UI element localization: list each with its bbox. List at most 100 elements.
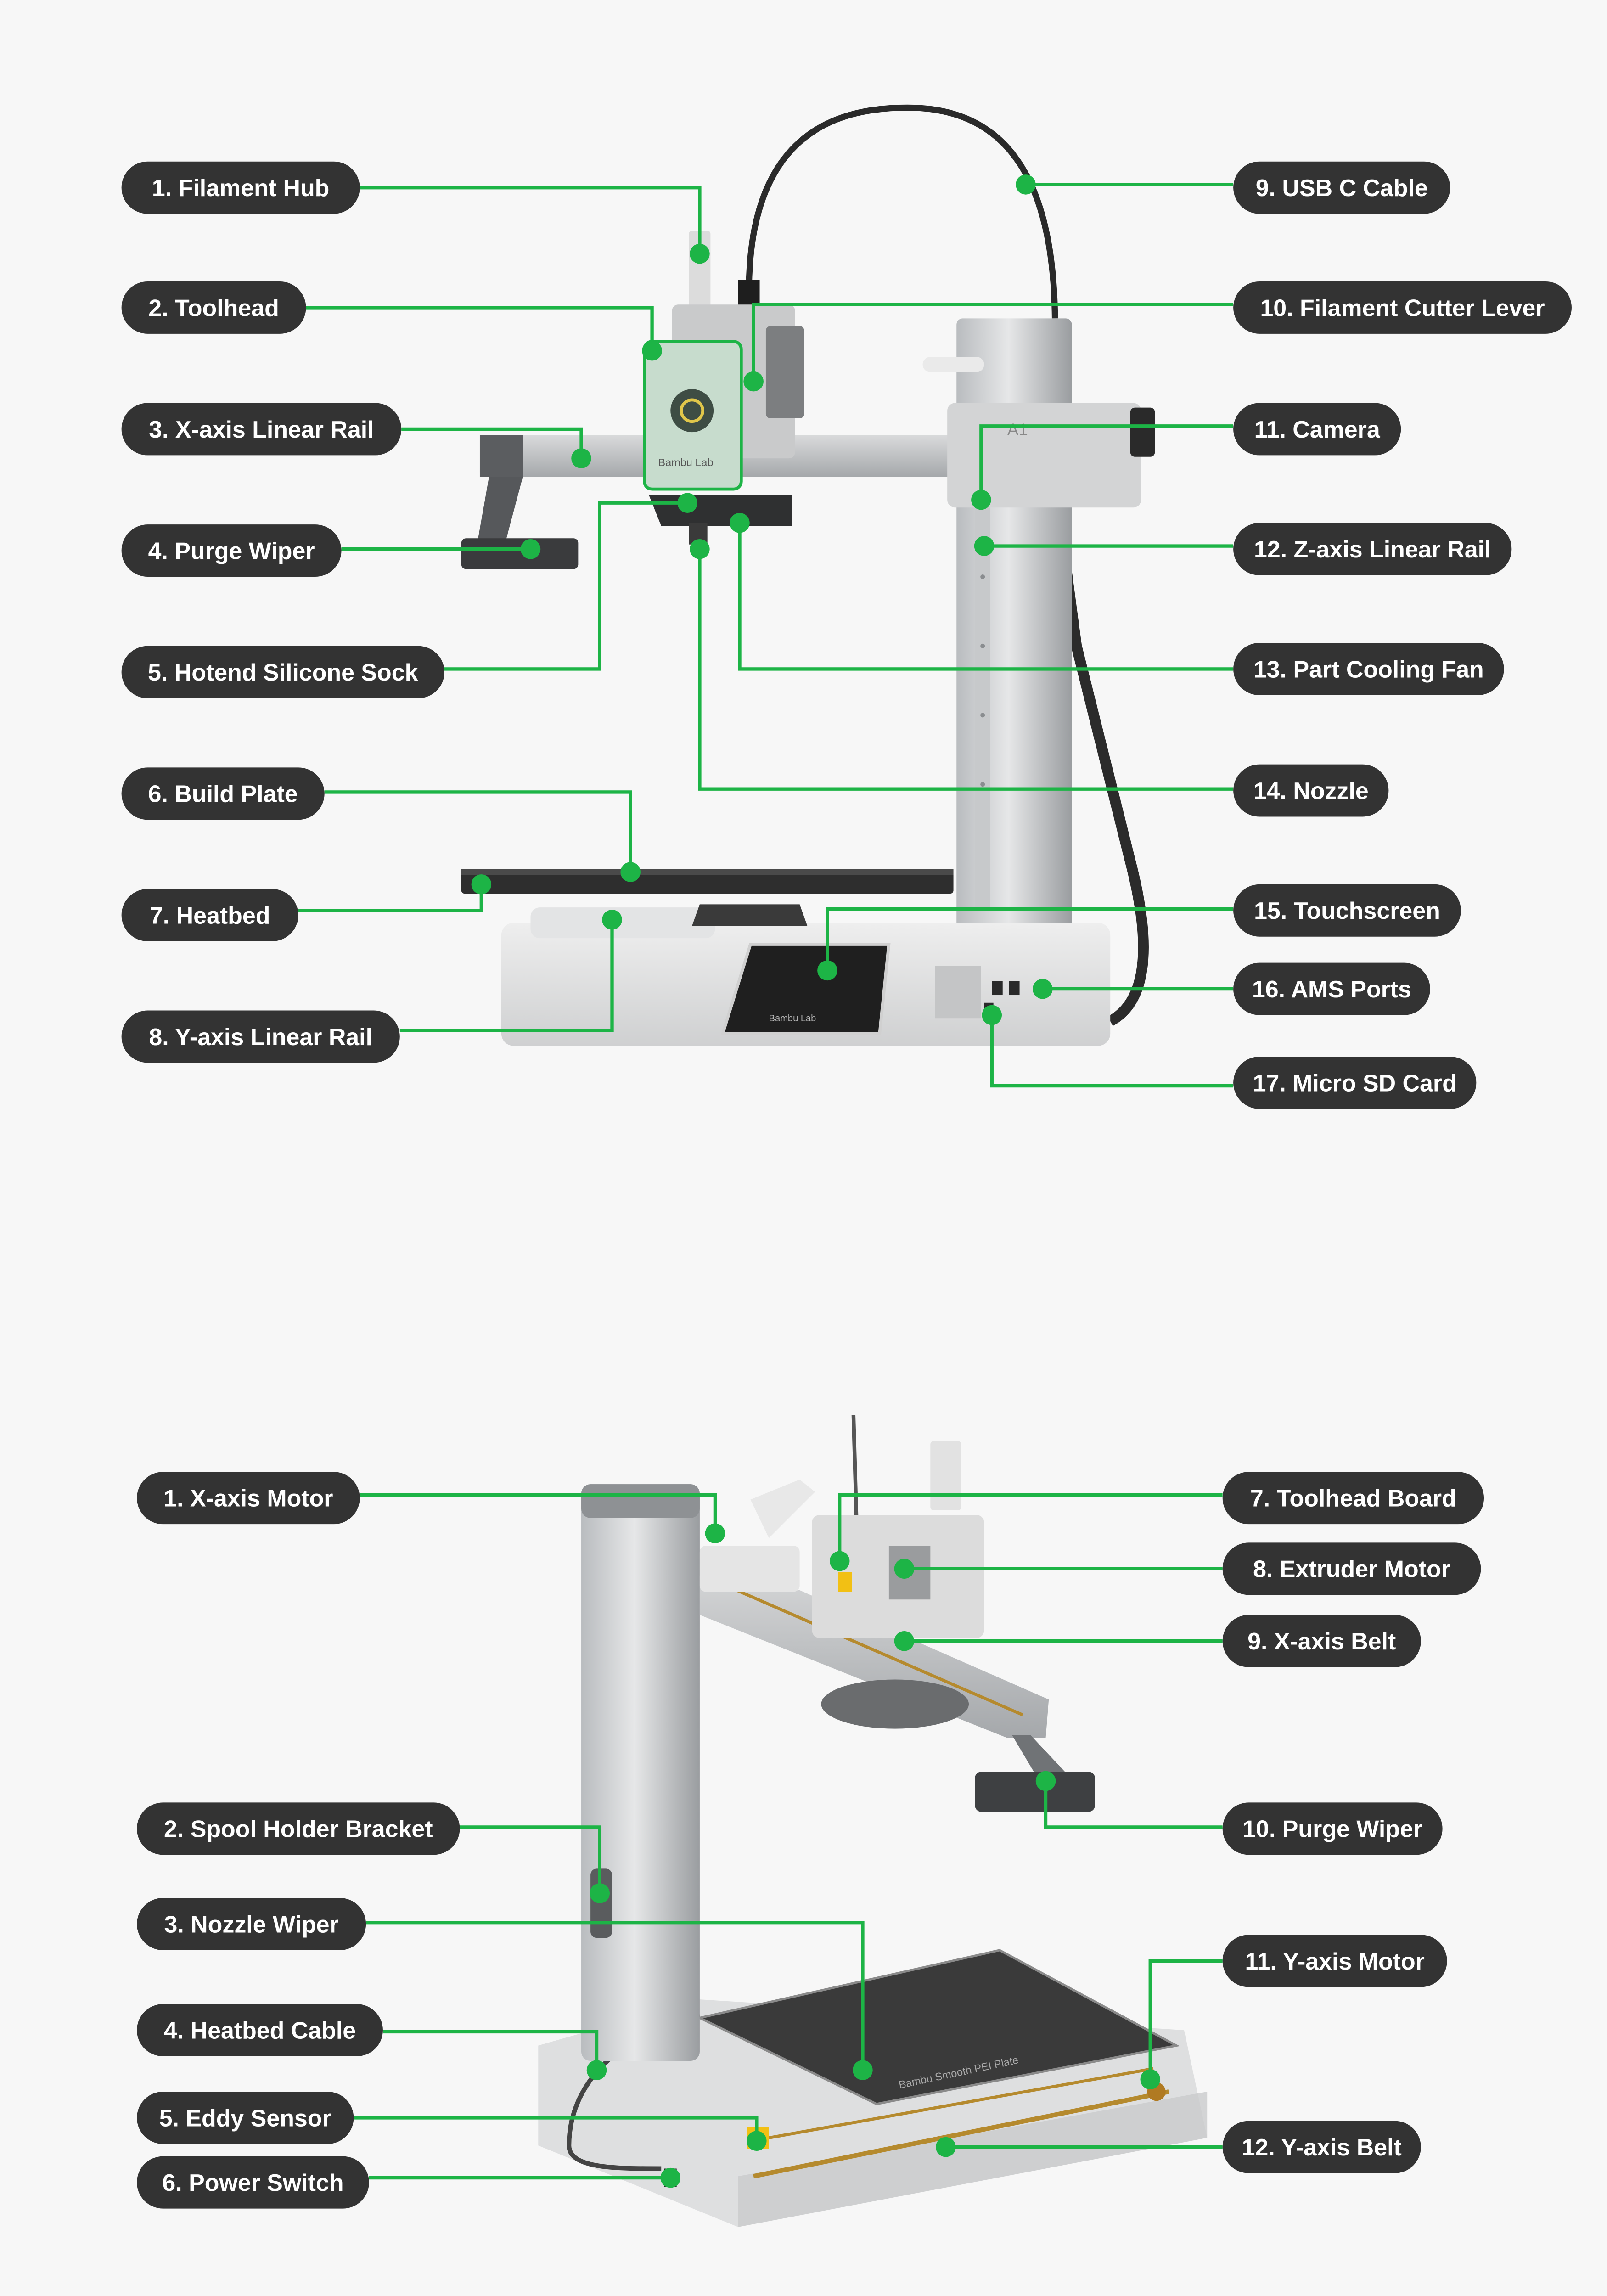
label-text: 5. Hotend Silicone Sock [148, 659, 418, 686]
callout-bottom-diagram-right-labels-5: 12. Y-axis Belt [936, 2121, 1421, 2173]
bottom-printer-illustration: Bambu Smooth PEI Plate [538, 1415, 1208, 2227]
marker-dot [894, 1559, 915, 1579]
marker-dot [936, 2137, 956, 2157]
label-pill [121, 524, 342, 577]
marker-dot [571, 448, 591, 468]
callout-top-diagram-right-labels-1: 10. Filament Cutter Lever [743, 281, 1572, 392]
leader-line [979, 424, 1234, 500]
marker-dot [853, 2060, 873, 2080]
top-printer-illustration: Bambu Lab A1 Bambu Lab [461, 104, 1155, 1046]
label-text: 16. AMS Ports [1252, 976, 1411, 1003]
label-pill [1233, 962, 1430, 1015]
label-text: 8. Extruder Motor [1253, 1556, 1450, 1583]
label-text: 13. Part Cooling Fan [1253, 656, 1484, 683]
label-text: 11. Y-axis Motor [1245, 1948, 1424, 1975]
leader-line [990, 1015, 1234, 1088]
label-text: 7. Toolhead Board [1250, 1486, 1456, 1512]
marker-dot [586, 2060, 607, 2080]
usb-c-cable [746, 104, 1058, 319]
touchscreen [720, 943, 891, 1035]
callout-bottom-diagram-right-labels-2: 9. X-axis Belt [894, 1615, 1421, 1667]
model-mark: A1 [1007, 420, 1028, 439]
build-plate-bottom [696, 1949, 1180, 2105]
callout-top-diagram-left-labels-6: 7. Heatbed [121, 874, 492, 941]
callout-bottom-diagram-left-labels-2: 3. Nozzle Wiper [137, 1898, 873, 2080]
callout-bottom-diagram-left-labels-0: 1. X-axis Motor [137, 1472, 725, 1544]
label-pill [1233, 281, 1572, 334]
label-pill [121, 889, 298, 941]
toolhead-logo: Bambu Lab [658, 456, 713, 468]
filament-tube [1052, 506, 1149, 1026]
marker-dot [894, 1631, 915, 1651]
label-text: 11. Camera [1254, 416, 1381, 443]
callout-bottom-diagram-right-labels-3: 10. Purge Wiper [1035, 1771, 1443, 1855]
leader-line [366, 1920, 865, 2071]
label-pill [137, 1802, 460, 1855]
label-text: 10. Filament Cutter Lever [1260, 295, 1545, 321]
marker-dot [974, 536, 995, 556]
label-pill [121, 1010, 400, 1063]
label-pill [1233, 523, 1512, 575]
marker-dot [660, 2167, 681, 2188]
marker-dot [971, 490, 991, 510]
marker-dot [743, 371, 764, 392]
marker-dot [730, 513, 750, 533]
callout-top-diagram-right-labels-7: 16. AMS Ports [1033, 962, 1430, 1015]
leader-line [360, 1493, 717, 1534]
label-text: 3. X-axis Linear Rail [149, 416, 374, 443]
callout-top-diagram-left-labels-1: 2. Toolhead [121, 281, 662, 361]
leader-line [1148, 1959, 1223, 2080]
label-text: 2. Spool Holder Bracket [164, 1816, 433, 1843]
marker-dot [602, 910, 622, 930]
label-text: 2. Toolhead [148, 295, 279, 321]
callout-top-diagram-left-labels-4: 5. Hotend Silicone Sock [121, 493, 697, 698]
label-pill [1233, 884, 1461, 937]
marker-dot [590, 1883, 610, 1903]
label-text: 8. Y-axis Linear Rail [149, 1024, 372, 1051]
leader-line [1044, 1781, 1223, 1829]
label-text: 7. Heatbed [150, 902, 270, 929]
marker-dot [520, 539, 541, 559]
leader-line [460, 1825, 601, 1893]
label-pill [137, 1898, 366, 1950]
callout-top-diagram-right-labels-4: 13. Part Cooling Fan [730, 513, 1504, 695]
marker-dot [817, 960, 837, 981]
label-pill [121, 403, 402, 456]
label-pill [137, 2156, 369, 2209]
leader-line [324, 790, 632, 872]
label-pill [121, 281, 306, 334]
leader-line [838, 1493, 1223, 1561]
callout-top-diagram-left-labels-0: 1. Filament Hub [121, 161, 710, 264]
marker-dot [1033, 979, 1053, 999]
marker-dot [471, 874, 492, 895]
marker-dot [1016, 174, 1036, 195]
label-text: 9. USB C Cable [1256, 175, 1428, 202]
callout-bottom-diagram-right-labels-1: 8. Extruder Motor [894, 1542, 1481, 1595]
label-pill [137, 2004, 383, 2057]
marker-dot [677, 493, 697, 513]
label-text: 12. Z-axis Linear Rail [1254, 536, 1491, 563]
label-pill [137, 1472, 360, 1525]
callout-top-diagram-left-labels-2: 3. X-axis Linear Rail [121, 403, 591, 468]
callout-bottom-diagram-left-labels-3: 4. Heatbed Cable [137, 2004, 607, 2080]
label-text: 12. Y-axis Belt [1242, 2134, 1402, 2161]
marker-dot [829, 1551, 850, 1571]
label-text: 14. Nozzle [1253, 778, 1369, 805]
marker-dot [642, 340, 662, 361]
marker-dot [1140, 2069, 1161, 2090]
marker-dot [1035, 1771, 1056, 1791]
callout-top-diagram-right-labels-2: 11. Camera [971, 403, 1401, 510]
leader-line [298, 884, 483, 912]
marker-dot [705, 1523, 725, 1544]
callout-top-diagram-left-labels-3: 4. Purge Wiper [121, 524, 541, 577]
label-pill [1222, 1472, 1484, 1525]
callout-top-diagram-right-labels-8: 17. Micro SD Card [982, 1005, 1477, 1109]
label-pill [1222, 1542, 1481, 1595]
label-pill [121, 767, 325, 820]
callout-bottom-diagram-left-labels-1: 2. Spool Holder Bracket [137, 1802, 610, 1903]
callout-top-diagram-left-labels-5: 6. Build Plate [121, 767, 641, 882]
purge-wiper-part [461, 538, 579, 569]
label-pill [1233, 643, 1504, 695]
leader-line [306, 306, 654, 351]
label-pill [1222, 2121, 1421, 2173]
